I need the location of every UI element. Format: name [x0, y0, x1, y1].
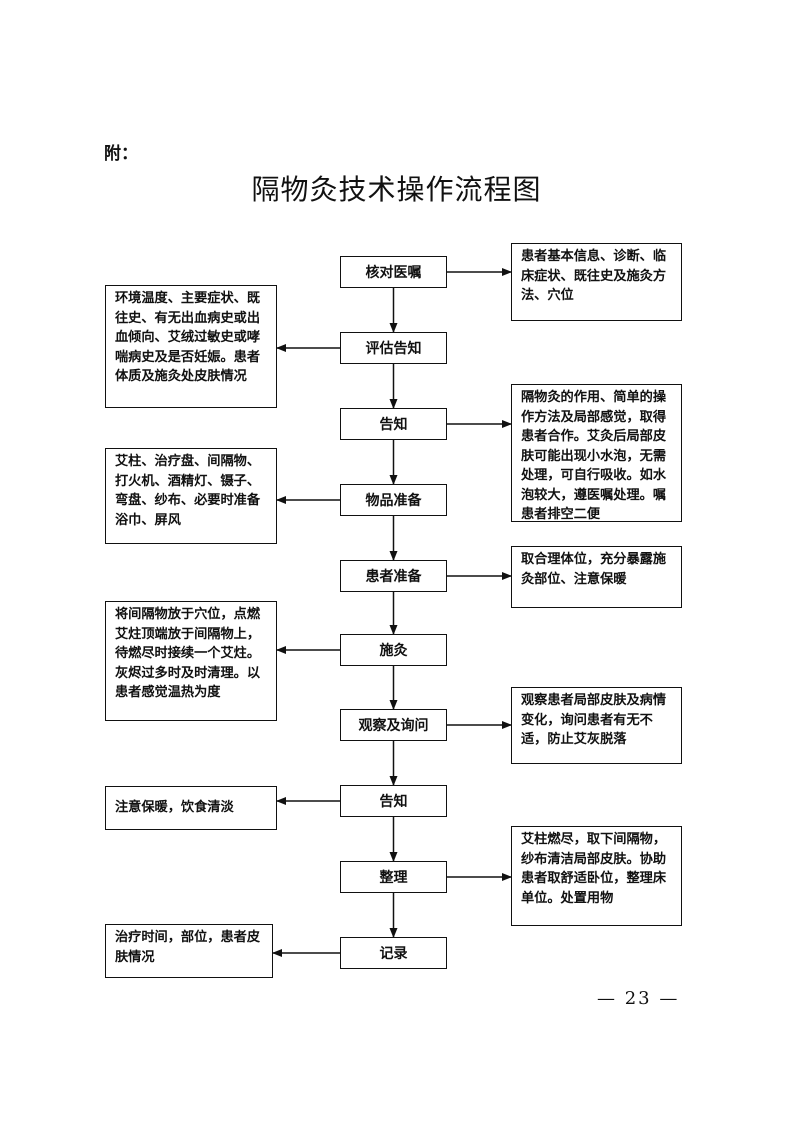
- note-box-assess-inform: 环境温度、主要症状、既往史、有无出血病史或出血倾向、艾绒过敏史或哮喘病史及是否妊…: [105, 285, 277, 408]
- step-box-patient-prep: 患者准备: [340, 560, 447, 592]
- step-box-moxibustion: 施灸: [340, 634, 447, 666]
- step-label: 告知: [379, 794, 408, 810]
- step-label: 记录: [379, 946, 408, 962]
- step-label: 告知: [379, 417, 408, 433]
- step-label: 评估告知: [365, 341, 422, 357]
- step-box-assess-inform: 评估告知: [340, 332, 447, 364]
- step-label: 患者准备: [365, 569, 422, 585]
- note-box-patient-prep: 取合理体位，充分暴露施灸部位、注意保暖: [511, 546, 682, 608]
- note-text: 治疗时间，部位，患者皮肤情况: [115, 930, 261, 965]
- note-box-moxibustion: 将间隔物放于穴位，点燃艾炷顶端放于间隔物上，待燃尽时接续一个艾炷。灰烬过多时及时…: [105, 601, 277, 721]
- note-text: 患者基本信息、诊断、临床症状、既往史及施灸方法、穴位: [521, 249, 667, 303]
- note-text: 注意保暖，饮食清淡: [115, 800, 234, 816]
- step-label: 观察及询问: [358, 718, 429, 734]
- step-box-record: 记录: [340, 937, 447, 969]
- note-box-record: 治疗时间，部位，患者皮肤情况: [105, 924, 273, 978]
- step-box-observe-inquire: 观察及询问: [340, 709, 447, 741]
- step-box-supplies-prep: 物品准备: [340, 484, 447, 516]
- note-box-verify-order: 患者基本信息、诊断、临床症状、既往史及施灸方法、穴位: [511, 243, 682, 321]
- step-box-tidy-up: 整理: [340, 861, 447, 893]
- note-box-observe-inquire: 观察患者局部皮肤及病情变化，询问患者有无不适，防止艾灰脱落: [511, 687, 682, 764]
- note-text: 取合理体位，充分暴露施灸部位、注意保暖: [521, 552, 667, 587]
- step-label: 核对医嘱: [365, 265, 422, 281]
- step-box-verify-order: 核对医嘱: [340, 256, 447, 288]
- step-label: 施灸: [379, 643, 408, 659]
- page-number: — 23 —: [597, 988, 680, 1009]
- step-label: 物品准备: [365, 493, 422, 509]
- step-box-inform-after: 告知: [340, 785, 447, 817]
- note-text: 艾柱、治疗盘、间隔物、打火机、酒精灯、镊子、弯盘、纱布、必要时准备浴巾、屏风: [115, 454, 261, 528]
- step-box-inform: 告知: [340, 408, 447, 440]
- note-box-tidy-up: 艾柱燃尽，取下间隔物，纱布清洁局部皮肤。协助患者取舒适卧位，整理床单位。处置用物: [511, 826, 682, 926]
- note-box-inform: 隔物灸的作用、简单的操作方法及局部感觉，取得患者合作。艾灸后局部皮肤可能出现小水…: [511, 384, 682, 522]
- page-title: 隔物灸技术操作流程图: [251, 173, 542, 206]
- step-label: 整理: [379, 870, 408, 886]
- note-box-supplies-prep: 艾柱、治疗盘、间隔物、打火机、酒精灯、镊子、弯盘、纱布、必要时准备浴巾、屏风: [105, 448, 277, 544]
- note-text: 环境温度、主要症状、既往史、有无出血病史或出血倾向、艾绒过敏史或哮喘病史及是否妊…: [115, 291, 261, 384]
- note-text: 隔物灸的作用、简单的操作方法及局部感觉，取得患者合作。艾灸后局部皮肤可能出现小水…: [521, 390, 667, 522]
- note-text: 观察患者局部皮肤及病情变化，询问患者有无不适，防止艾灰脱落: [521, 693, 667, 747]
- annex-label: 附：: [104, 144, 138, 164]
- note-box-inform-after: 注意保暖，饮食清淡: [105, 786, 277, 830]
- note-text: 将间隔物放于穴位，点燃艾炷顶端放于间隔物上，待燃尽时接续一个艾炷。灰烬过多时及时…: [115, 607, 261, 700]
- note-text: 艾柱燃尽，取下间隔物，纱布清洁局部皮肤。协助患者取舒适卧位，整理床单位。处置用物: [521, 832, 667, 906]
